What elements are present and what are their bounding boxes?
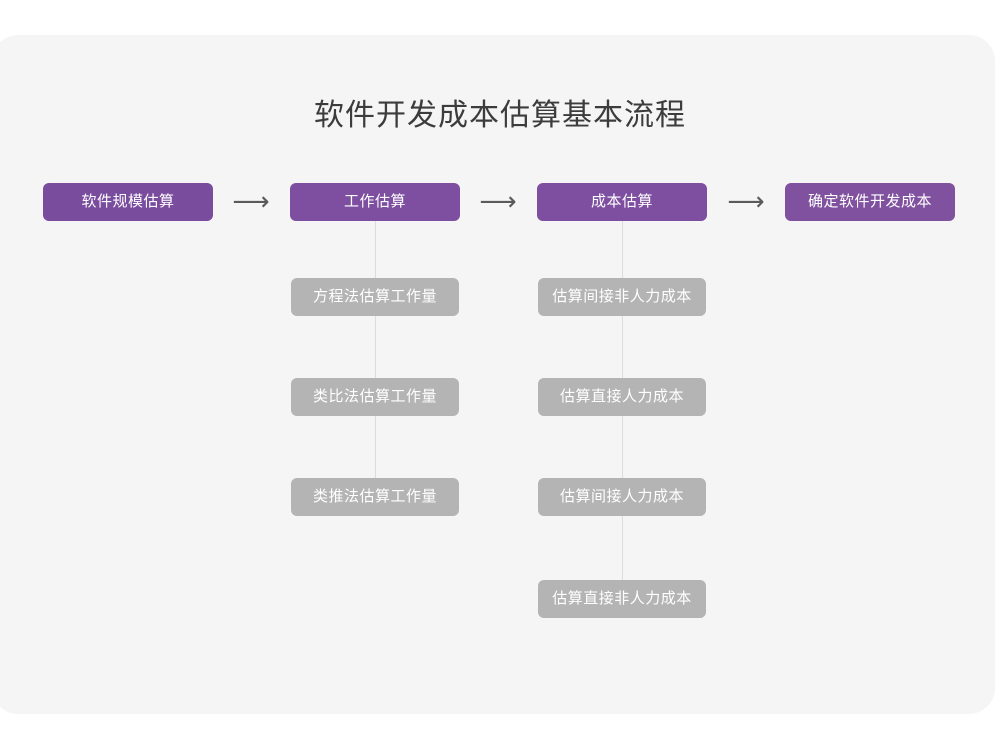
flow-step-software-scale-estimation[interactable]: 软件规模估算: [43, 183, 213, 221]
substep-cost-direct-labor[interactable]: 估算直接人力成本: [538, 378, 706, 416]
flow-step-cost-estimation[interactable]: 成本估算: [537, 183, 707, 221]
substep-effort-analogy-method[interactable]: 类比法估算工作量: [291, 378, 459, 416]
diagram-card: [0, 35, 995, 714]
substep-effort-inference-method[interactable]: 类推法估算工作量: [291, 478, 459, 516]
arrow-right-icon-3: ⟶: [727, 187, 765, 217]
flow-step-determine-development-cost[interactable]: 确定软件开发成本: [785, 183, 955, 221]
substep-cost-direct-nonlabor[interactable]: 估算直接非人力成本: [538, 580, 706, 618]
substep-effort-equation-method[interactable]: 方程法估算工作量: [291, 278, 459, 316]
page-title: 软件开发成本估算基本流程: [314, 99, 686, 132]
connector-line-effort-column: [375, 221, 376, 500]
substep-cost-indirect-nonlabor[interactable]: 估算间接非人力成本: [538, 278, 706, 316]
arrow-right-icon-1: ⟶: [232, 187, 270, 217]
substep-cost-indirect-labor[interactable]: 估算间接人力成本: [538, 478, 706, 516]
arrow-right-icon-2: ⟶: [479, 187, 517, 217]
flow-step-effort-estimation[interactable]: 工作估算: [290, 183, 460, 221]
